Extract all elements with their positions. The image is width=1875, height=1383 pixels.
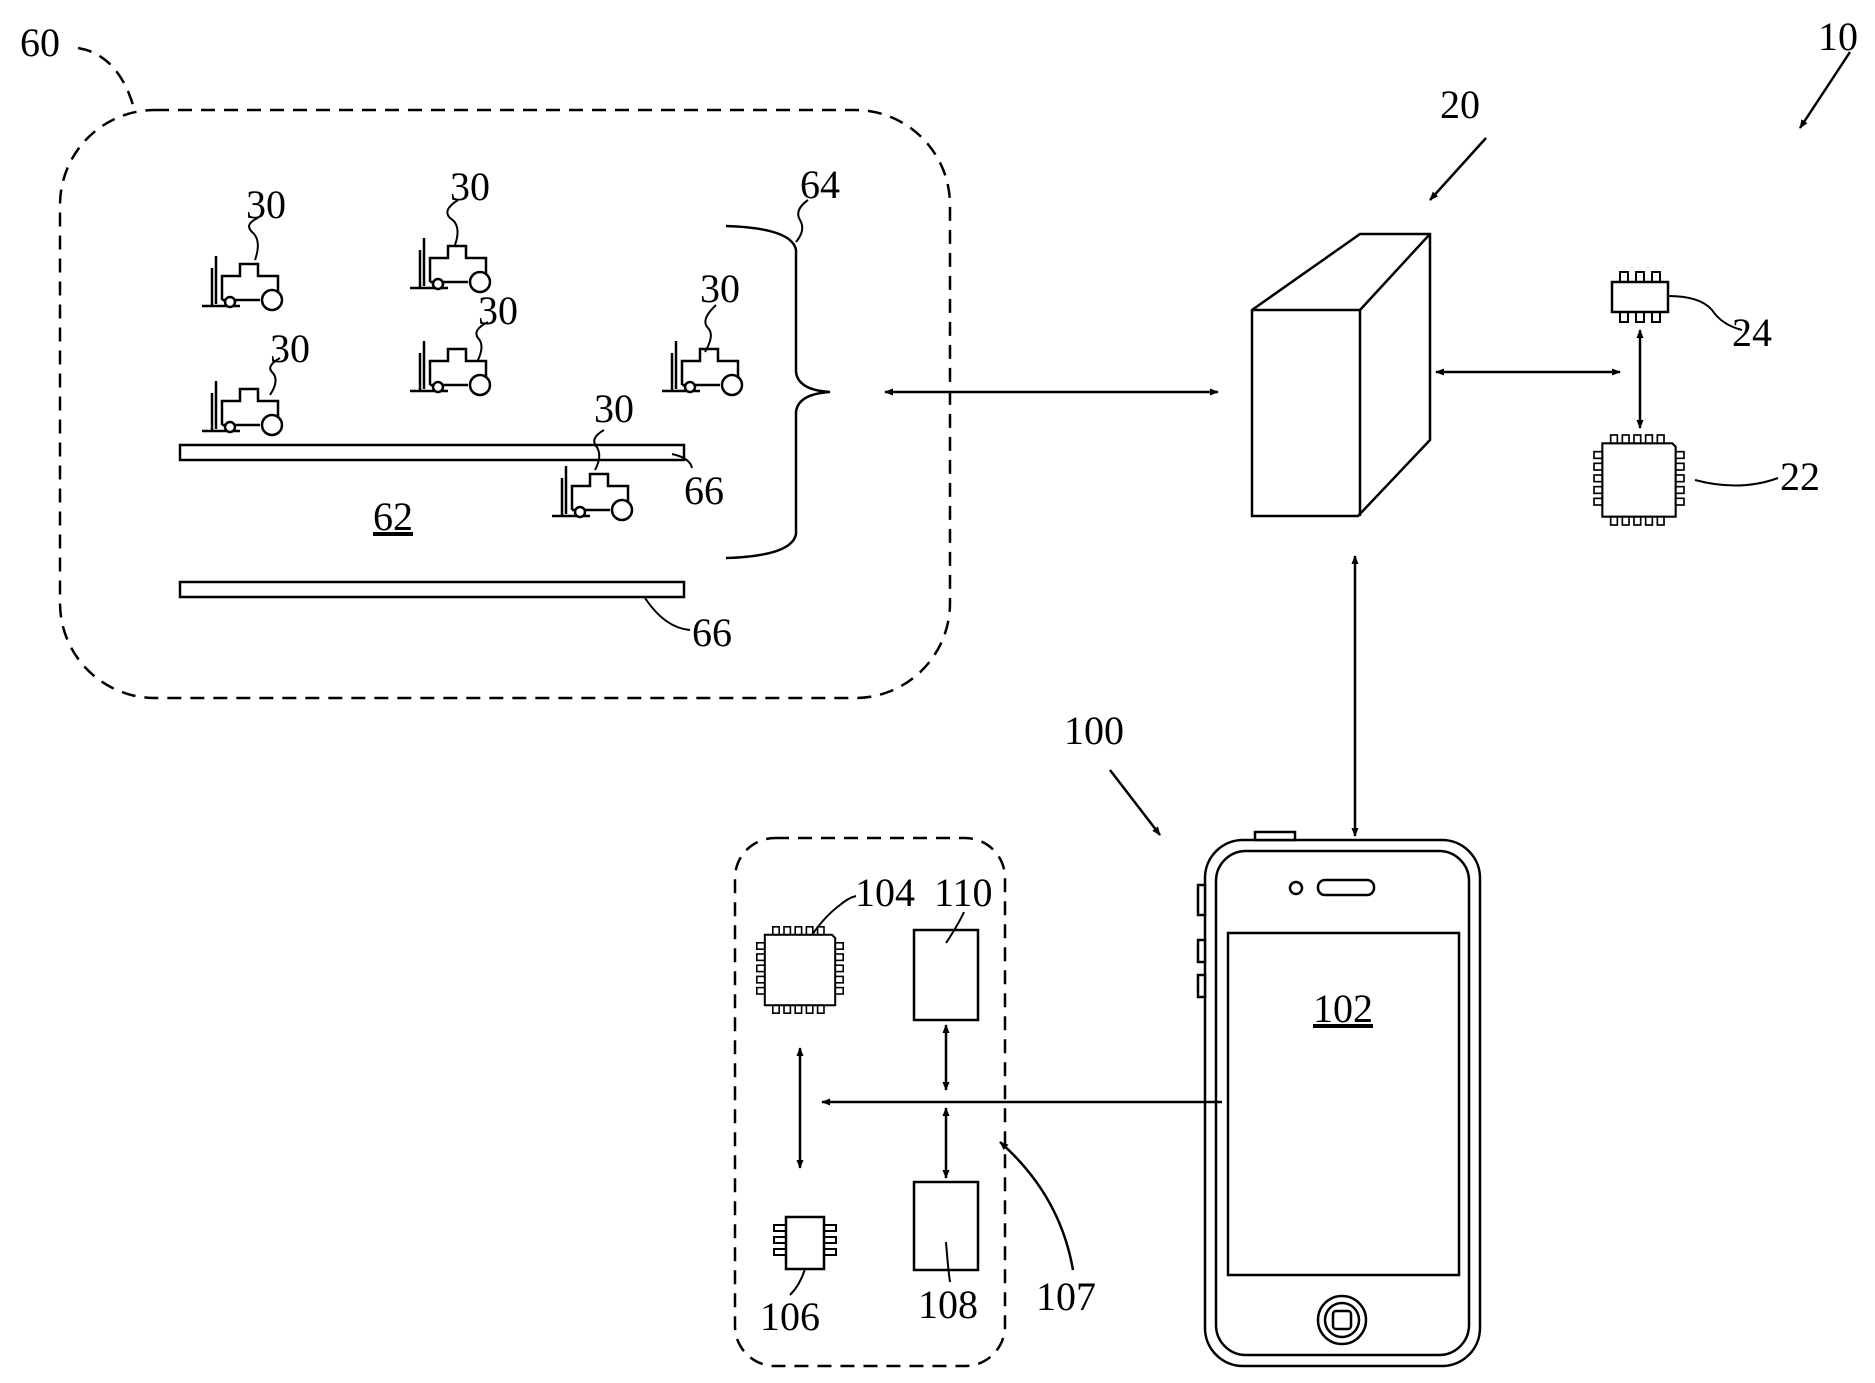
touch-screen-label: 102 [1313,986,1373,1031]
forklift-3 [202,381,282,435]
label-system: 10 [1818,14,1858,59]
memory-chip-106 [774,1217,836,1295]
forklift-2 [410,238,490,292]
racks [180,445,692,630]
label-forklift-3: 30 [270,326,310,371]
mobile-arrow-pointer [1110,770,1160,835]
label-mobile-device: 100 [1064,708,1124,753]
forklift-1 [202,256,282,310]
label-module-b: 110 [934,870,993,915]
label-server-memory: 24 [1732,310,1772,355]
smartphone [1198,832,1480,1366]
label-bus: 107 [1036,1274,1096,1319]
touch-screen [1228,933,1459,1275]
label-memory: 106 [760,1294,820,1339]
rack-lower [180,582,684,597]
forklift-4 [410,341,490,395]
server-arrow-pointer [1430,138,1486,200]
aisle-label: 62 [373,494,413,539]
label-facility: 60 [20,20,60,65]
facility-region [60,48,950,698]
internal-components [735,838,1222,1366]
label-server: 20 [1440,82,1480,127]
label-forklift-group: 64 [800,162,840,207]
label-rack-lower: 66 [692,610,732,655]
label-forklift-2: 30 [450,164,490,209]
forklift-5 [662,341,742,395]
label-forklift-6: 30 [594,386,634,431]
module-110 [914,930,978,1020]
label-module-a: 108 [918,1282,978,1327]
label-rack-upper: 66 [684,468,724,513]
label-forklift-1: 30 [246,182,286,227]
label-processor: 104 [855,870,915,915]
processor-chip-22 [1594,435,1778,525]
system-arrow-pointer [1800,52,1850,128]
rack-upper [180,445,684,460]
module-108 [914,1182,978,1270]
forklift-group-brace [726,200,830,558]
label-forklift-5: 30 [700,266,740,311]
processor-chip-104 [757,927,843,1013]
server-box [1252,234,1430,516]
forklift-6 [552,466,632,520]
label-forklift-4: 30 [478,288,518,333]
label-server-processor: 22 [1780,454,1820,499]
memory-chip-24 [1612,272,1742,330]
